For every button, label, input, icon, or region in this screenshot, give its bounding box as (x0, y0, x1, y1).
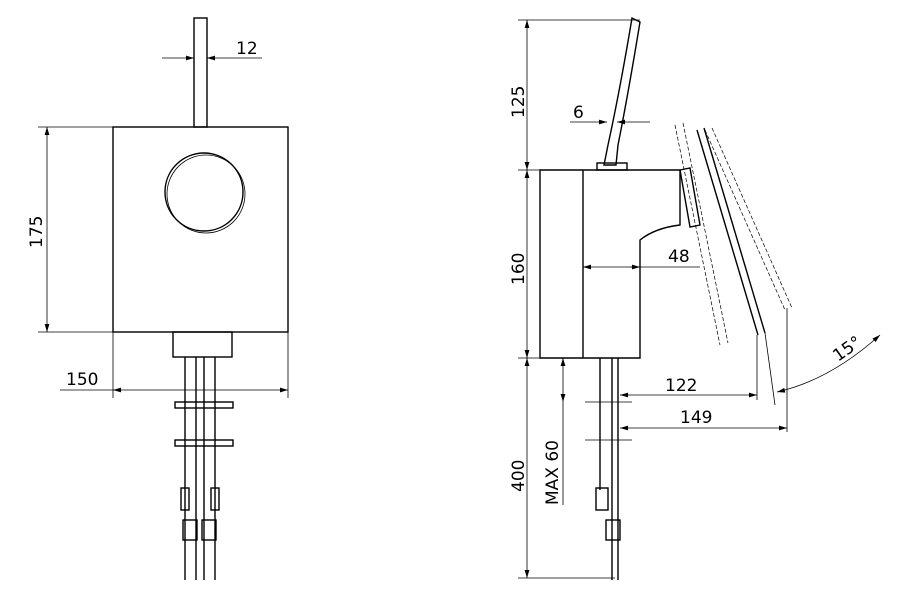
side-pipes (585, 358, 632, 580)
dim-reach-max: 149 (680, 408, 712, 428)
dim-pipe-length: 400 (509, 460, 529, 492)
dim-stem-diameter: 12 (236, 39, 258, 59)
dim-spout-thickness: 6 (573, 103, 584, 123)
dim-front-width: 150 (66, 370, 98, 390)
dim-lever-angle: 15° (829, 332, 865, 366)
dim-body-offset: 48 (668, 247, 690, 267)
side-body (539, 169, 681, 359)
spout (603, 16, 641, 166)
dim-max-thickness: MAX 60 (543, 440, 563, 505)
stem (193, 17, 208, 128)
body (112, 126, 289, 333)
lever (674, 122, 793, 346)
dim-spout-height: 125 (509, 86, 529, 118)
side-view: 125 160 400 MAX 60 6 48 122 149 15° (509, 16, 881, 580)
dim-front-height: 175 (27, 216, 47, 248)
dim-body-height: 160 (509, 253, 529, 285)
base-block (172, 331, 233, 358)
supply-pipes (174, 357, 234, 580)
handle-knob (164, 152, 244, 232)
dim-reach-min: 122 (665, 376, 697, 396)
front-view: 12 175 150 (27, 17, 289, 580)
